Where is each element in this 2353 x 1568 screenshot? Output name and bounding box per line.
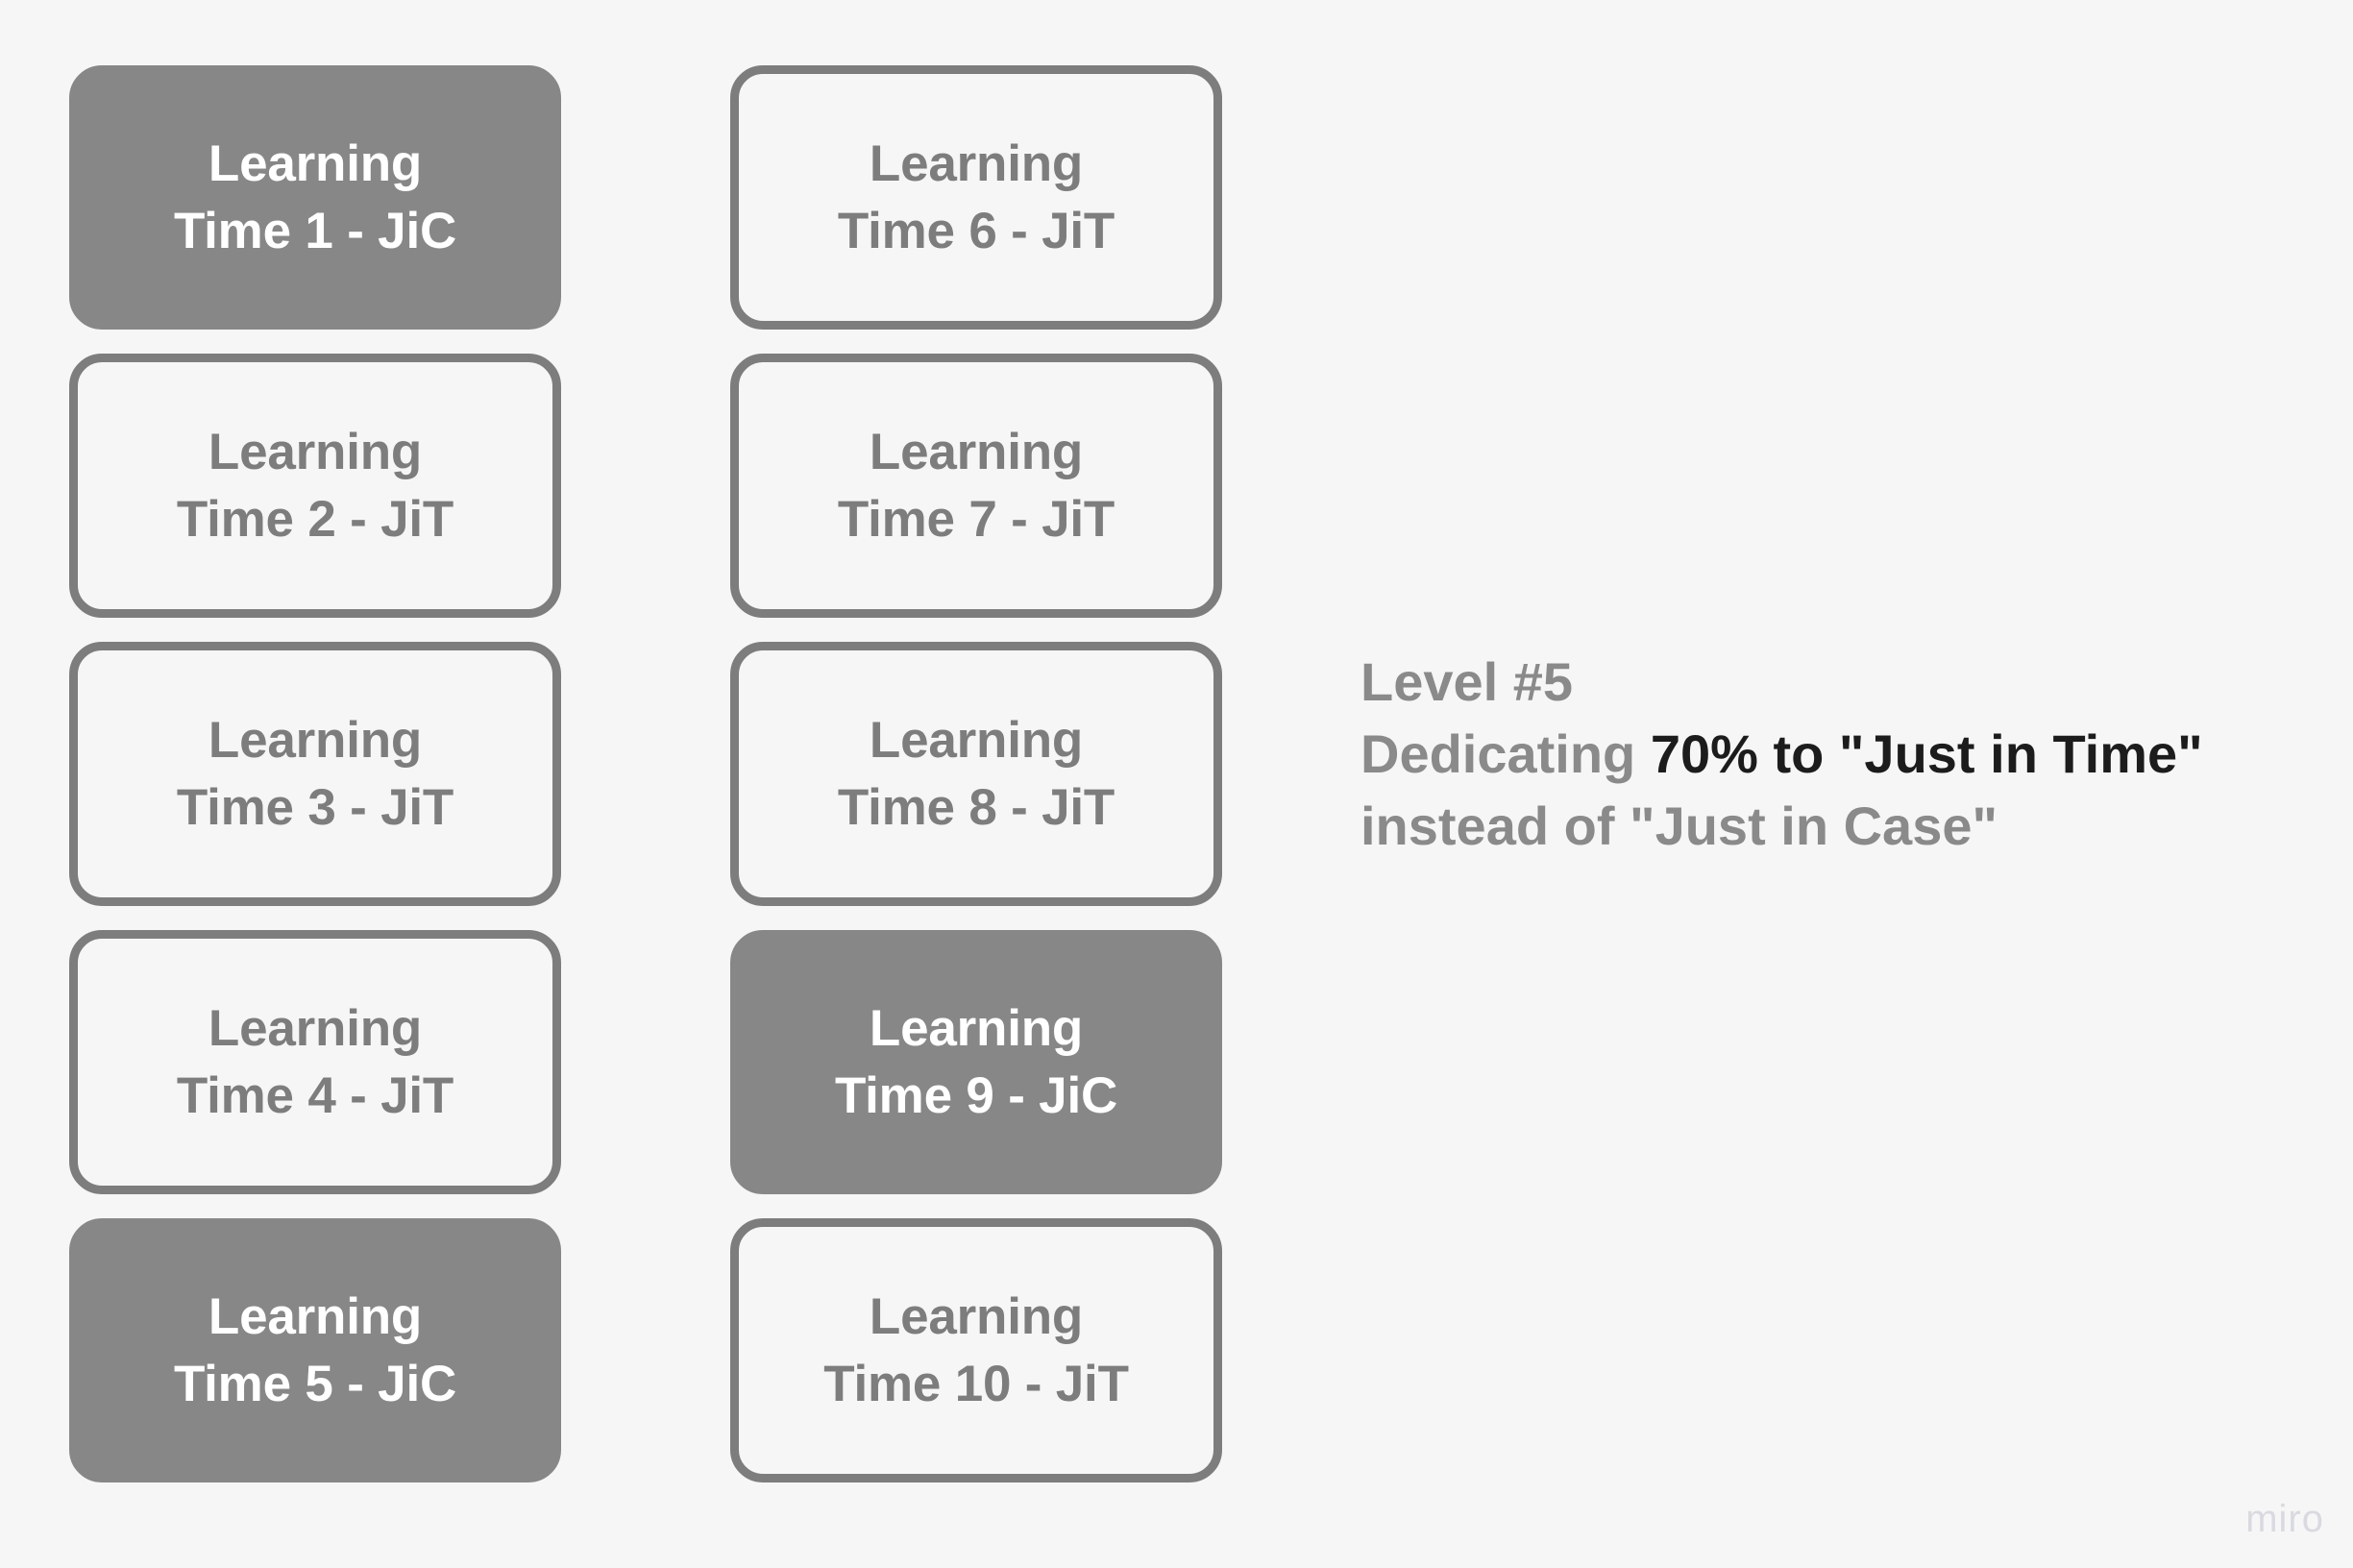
card-learning-time-2[interactable]: Learning Time 2 - JiT xyxy=(69,354,561,618)
card-learning-time-3[interactable]: Learning Time 3 - JiT xyxy=(69,642,561,906)
miro-watermark: miro xyxy=(2245,1498,2324,1540)
card-label: Learning Time 6 - JiT xyxy=(837,135,1115,259)
card-label: Learning Time 5 - JiC xyxy=(173,1287,457,1412)
card-label: Learning Time 1 - JiC xyxy=(173,135,457,259)
card-learning-time-7[interactable]: Learning Time 7 - JiT xyxy=(730,354,1222,618)
card-label: Learning Time 4 - JiT xyxy=(176,999,454,1124)
annotation-line-2-emphasis: 70% to "Just in Time" xyxy=(1650,723,2203,785)
card-label: Learning Time 10 - JiT xyxy=(823,1287,1129,1412)
card-label: Learning Time 2 - JiT xyxy=(176,423,454,548)
card-learning-time-5[interactable]: Learning Time 5 - JiC xyxy=(69,1218,561,1482)
card-learning-time-9[interactable]: Learning Time 9 - JiC xyxy=(730,930,1222,1194)
card-learning-time-6[interactable]: Learning Time 6 - JiT xyxy=(730,65,1222,330)
annotation-title: Level #5 xyxy=(1360,651,1574,712)
annotation-line-3: instead of "Just in Case" xyxy=(1360,796,1998,857)
card-learning-time-4[interactable]: Learning Time 4 - JiT xyxy=(69,930,561,1194)
card-learning-time-1[interactable]: Learning Time 1 - JiC xyxy=(69,65,561,330)
card-column-left: Learning Time 1 - JiC Learning Time 2 - … xyxy=(69,65,561,1482)
card-learning-time-8[interactable]: Learning Time 8 - JiT xyxy=(730,642,1222,906)
card-label: Learning Time 9 - JiC xyxy=(834,999,1118,1124)
annotation-line-2-prefix: Dedicating xyxy=(1360,723,1651,785)
annotation-text-block[interactable]: Level #5 Dedicating 70% to "Just in Time… xyxy=(1360,646,2321,862)
card-column-right: Learning Time 6 - JiT Learning Time 7 - … xyxy=(730,65,1222,1482)
annotation-line-2: Dedicating 70% to "Just in Time" xyxy=(1360,718,2321,790)
card-learning-time-10[interactable]: Learning Time 10 - JiT xyxy=(730,1218,1222,1482)
card-label: Learning Time 8 - JiT xyxy=(837,711,1115,836)
card-label: Learning Time 3 - JiT xyxy=(176,711,454,836)
card-label: Learning Time 7 - JiT xyxy=(837,423,1115,548)
